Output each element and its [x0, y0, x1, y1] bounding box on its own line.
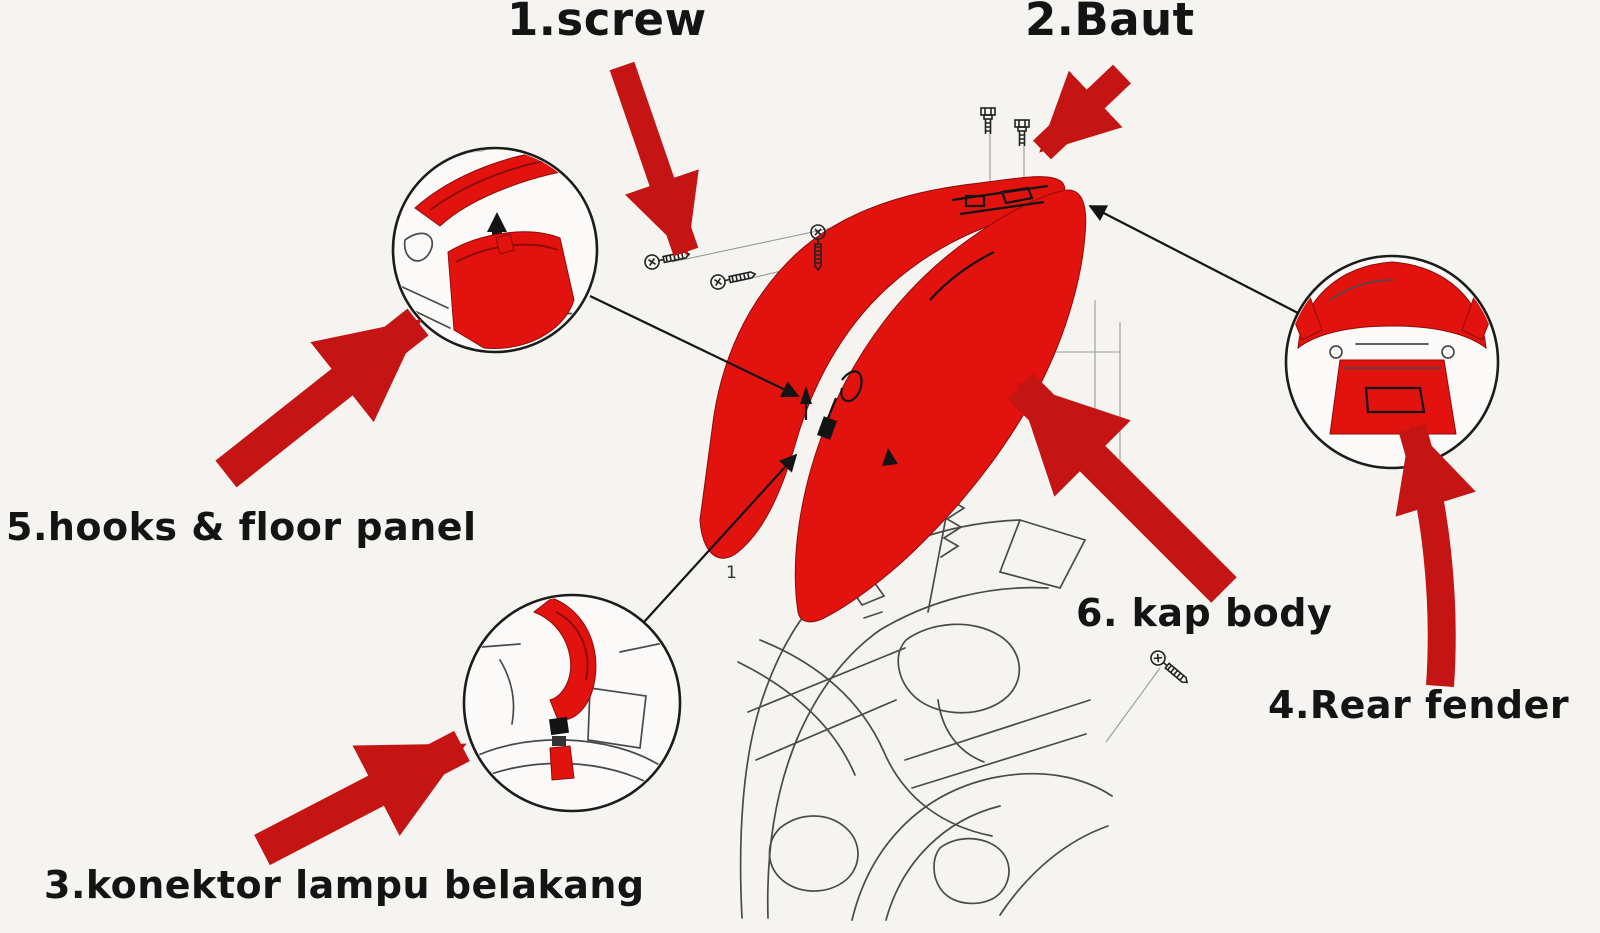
- inset-rear-fender-content: [1288, 261, 1496, 435]
- label-3-konektor: 3.konektor lampu belakang: [44, 863, 645, 907]
- screw-icon: [1147, 647, 1193, 689]
- part-number-1: 1: [726, 563, 737, 583]
- label-1-screw: 1.screw: [507, 0, 707, 46]
- screw-icon: [708, 266, 758, 292]
- red-arrow-screw: [609, 61, 699, 257]
- pointer-konektor-to-body: [643, 453, 798, 623]
- hook-indicator-arrow: [800, 386, 812, 420]
- label-6-kap-body: 6. kap body: [1076, 591, 1333, 635]
- bolt-icon: [1014, 119, 1030, 147]
- red-arrow-rear-fender: [1395, 423, 1476, 687]
- red-arrow-kap-body: [1007, 373, 1237, 603]
- pointer-fender-to-body: [1088, 205, 1299, 314]
- pointer-hooks-to-body: [589, 295, 800, 398]
- red-arrow-konektor: [254, 730, 470, 866]
- red-arrow-baut: [1033, 64, 1131, 160]
- label-4-rear-fender: 4.Rear fender: [1268, 683, 1570, 727]
- inset-hooks-content: [397, 150, 593, 350]
- bolt-icon: [980, 107, 996, 135]
- label-2-baut: 2.Baut: [1025, 0, 1195, 46]
- kap-body-panel: [699, 176, 1087, 623]
- red-arrow-hooks-floor-panel: [215, 308, 429, 488]
- label-5-hooks-floor-panel: 5.hooks & floor panel: [6, 505, 477, 549]
- kap-body-details: [817, 184, 1049, 466]
